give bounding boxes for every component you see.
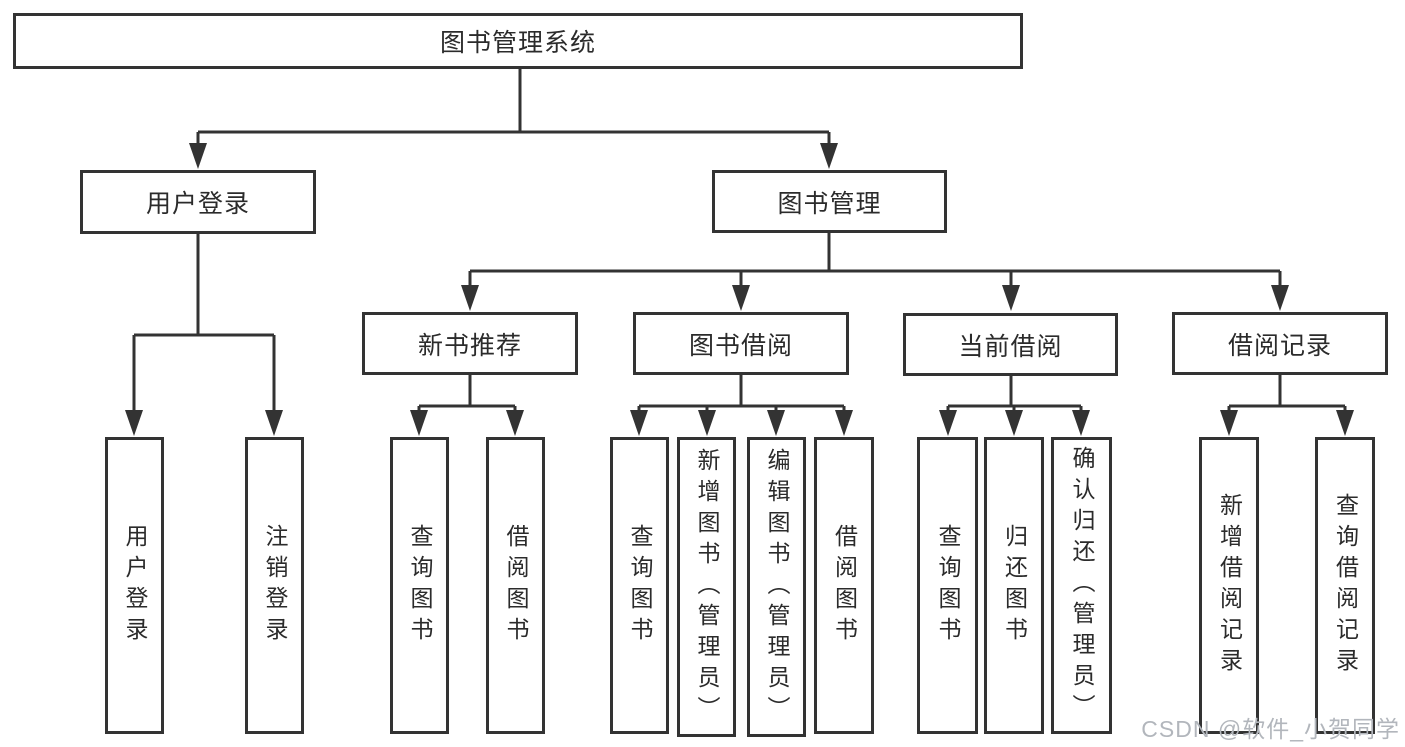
leaf-label: 确认归还（管理员） xyxy=(1069,446,1095,725)
leaf-label: 查询借阅记录 xyxy=(1332,492,1359,679)
leaf-logout: 注销登录 xyxy=(245,437,304,734)
arrowheads xyxy=(125,143,1354,436)
leaf-query-borrow-record: 查询借阅记录 xyxy=(1315,437,1375,734)
arrowhead xyxy=(835,410,853,436)
leaf-add-books-admin: 新增图书（管理员） xyxy=(677,437,736,737)
node-root: 图书管理系统 xyxy=(13,13,1023,69)
leaf-label: 注销登录 xyxy=(262,523,288,648)
leaf-query-books-3: 查询图书 xyxy=(917,437,978,734)
leaf-label: 借阅图书 xyxy=(831,523,858,648)
arrowhead xyxy=(1220,410,1238,436)
node-book-management-label: 图书管理 xyxy=(777,189,882,218)
arrowhead xyxy=(189,143,207,169)
leaf-label: 归还图书 xyxy=(1001,523,1028,648)
connector-user-login xyxy=(132,234,276,413)
arrowhead xyxy=(732,285,750,311)
leaf-edit-books-admin: 编辑图书（管理员） xyxy=(747,437,806,737)
leaf-label: 查询图书 xyxy=(627,523,653,648)
leaf-add-borrow-record: 新增借阅记录 xyxy=(1199,437,1259,734)
node-borrow-records-label: 借阅记录 xyxy=(1227,331,1332,360)
leaf-borrow-books-2: 借阅图书 xyxy=(814,437,874,734)
node-user-login: 用户登录 xyxy=(80,170,316,234)
arrowhead xyxy=(820,143,838,169)
node-root-label: 图书管理系统 xyxy=(439,29,596,57)
leaf-query-books-2: 查询图书 xyxy=(610,437,669,734)
arrowhead xyxy=(1072,410,1090,436)
arrowhead xyxy=(630,410,648,436)
connector-book-management xyxy=(468,233,1282,288)
leaf-label: 编辑图书（管理员） xyxy=(764,447,790,727)
leaf-label: 用户登录 xyxy=(122,523,148,648)
node-user-login-label: 用户登录 xyxy=(145,190,250,218)
leaf-label: 查询图书 xyxy=(407,523,433,648)
watermark: CSDN @软件_小贺同学 xyxy=(1141,716,1400,742)
leaf-user-login: 用户登录 xyxy=(105,437,164,734)
leaf-label: 借阅图书 xyxy=(503,523,529,648)
leaf-query-books-1: 查询图书 xyxy=(390,437,449,734)
node-book-borrow: 图书借阅 xyxy=(633,312,849,375)
arrowhead xyxy=(265,410,283,436)
connector-new-book xyxy=(417,375,517,413)
node-new-book-recommend: 新书推荐 xyxy=(362,312,578,375)
arrowhead xyxy=(767,410,785,436)
arrowhead xyxy=(1271,285,1289,311)
arrowhead xyxy=(410,410,428,436)
leaf-label: 新增借阅记录 xyxy=(1216,492,1243,679)
node-book-borrow-label: 图书借阅 xyxy=(688,331,793,360)
arrowhead xyxy=(125,410,143,436)
connector-current-borrow xyxy=(946,376,1083,413)
node-borrow-records: 借阅记录 xyxy=(1172,312,1388,375)
arrowhead xyxy=(1002,285,1020,311)
connector-root xyxy=(196,69,831,146)
node-new-book-recommend-label: 新书推荐 xyxy=(417,331,522,360)
connector-book-borrow xyxy=(637,375,846,413)
leaf-label: 查询图书 xyxy=(935,523,961,648)
leaf-label: 新增图书（管理员） xyxy=(694,447,720,727)
node-book-management: 图书管理 xyxy=(712,170,947,233)
arrowhead xyxy=(461,285,479,311)
connector-borrow-records xyxy=(1227,375,1347,413)
arrowhead xyxy=(1005,410,1023,436)
arrowhead xyxy=(698,410,716,436)
arrowhead xyxy=(939,410,957,436)
leaf-confirm-return-admin: 确认归还（管理员） xyxy=(1051,437,1112,734)
arrowhead xyxy=(506,410,524,436)
node-current-borrow-label: 当前借阅 xyxy=(958,332,1063,361)
leaf-return-books: 归还图书 xyxy=(984,437,1044,734)
leaf-borrow-books-1: 借阅图书 xyxy=(486,437,545,734)
arrowhead xyxy=(1336,410,1354,436)
node-current-borrow: 当前借阅 xyxy=(903,313,1118,376)
